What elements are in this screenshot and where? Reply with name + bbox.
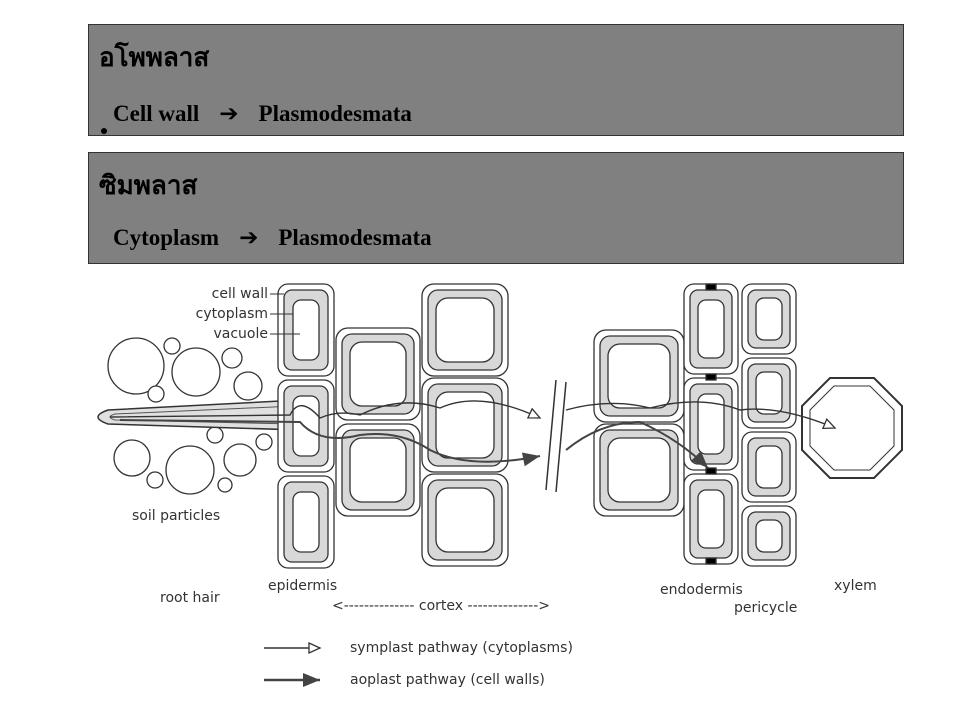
- label-cortex: <-------------- cortex -------------->: [332, 598, 550, 614]
- epidermis-cells: [277, 283, 335, 569]
- pericycle-cells: [741, 283, 797, 567]
- label-vacuole: vacuole: [213, 326, 268, 342]
- symplast-path: [109, 400, 542, 419]
- symplast-title: ซิมพลาส: [99, 171, 198, 201]
- root-water-pathway-diagram: cell wall cytoplasm vacuole soil particl…: [97, 283, 903, 688]
- apoplast-to: Plasmodesmata: [258, 101, 412, 126]
- right-arrow-icon: ➔: [219, 101, 239, 127]
- label-soil-particles: soil particles: [132, 508, 220, 524]
- legend: symplast pathway (cytoplasms) aoplast pa…: [264, 640, 573, 688]
- soil-particles: [107, 337, 273, 495]
- break-marks: [545, 379, 567, 493]
- cortex-cells-right: [593, 329, 685, 517]
- symplast-route: Cytoplasm ➔ Plasmodesmata: [113, 225, 432, 251]
- label-cell-wall: cell wall: [212, 286, 268, 302]
- apoplast-title: อโพพลาส: [99, 43, 210, 73]
- symplast-box: ซิมพลาส Cytoplasm ➔ Plasmodesmata: [88, 152, 904, 264]
- xylem-vessel: [801, 377, 903, 479]
- right-arrow-icon: ➔: [239, 225, 259, 251]
- label-xylem: xylem: [834, 578, 877, 594]
- apoplast-route: Cell wall ➔ Plasmodesmata: [113, 101, 412, 127]
- apoplast-box: อโพพลาส Cell wall ➔ Plasmodesmata: [88, 24, 904, 136]
- apoplast-path: [119, 419, 541, 467]
- symplast-from: Cytoplasm: [113, 225, 220, 250]
- legend-apoplast: aoplast pathway (cell walls): [350, 672, 545, 688]
- label-epidermis: epidermis: [268, 578, 337, 594]
- cortex-cells-left: [335, 283, 509, 567]
- bullet-dot: [101, 128, 107, 134]
- label-endodermis: endodermis: [660, 582, 743, 598]
- label-cytoplasm: cytoplasm: [196, 306, 268, 322]
- label-root-hair: root hair: [160, 590, 220, 606]
- cells: [277, 283, 903, 569]
- symplast-to: Plasmodesmata: [278, 225, 432, 250]
- legend-symplast: symplast pathway (cytoplasms): [350, 640, 573, 656]
- endodermis-cells: [683, 283, 739, 565]
- label-pericycle: pericycle: [734, 600, 797, 616]
- apoplast-from: Cell wall: [113, 101, 200, 126]
